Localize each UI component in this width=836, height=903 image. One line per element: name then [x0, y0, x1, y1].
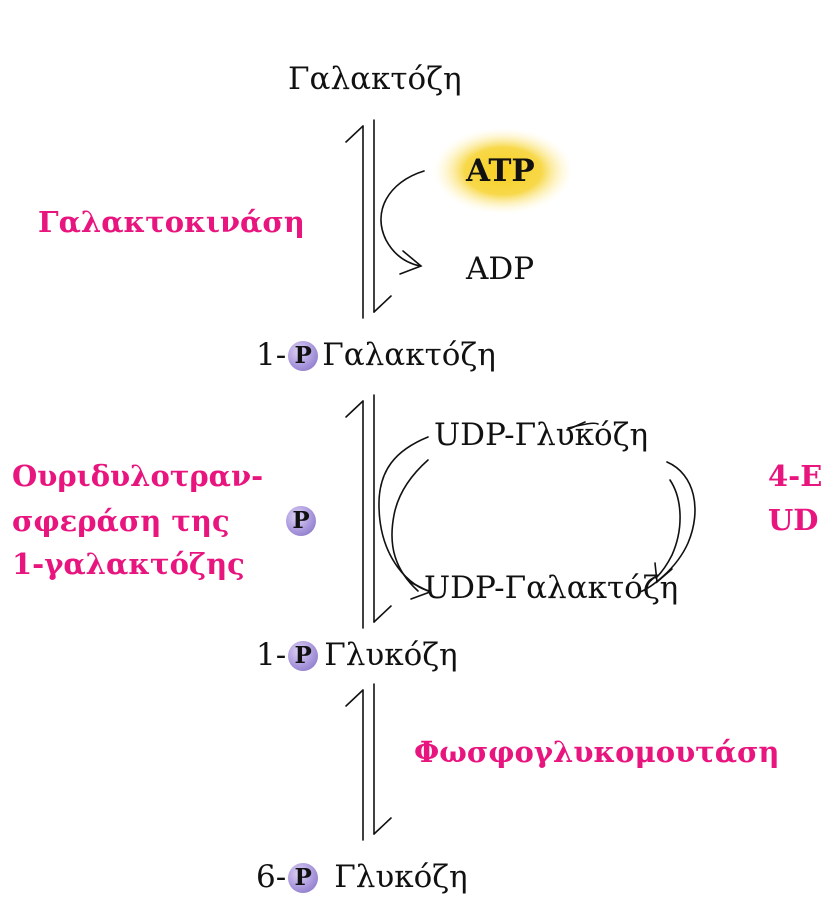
- glc1p-name: Γλυκόζη: [324, 637, 458, 673]
- left-loop-arrowhead: [409, 581, 433, 600]
- glc6p-name: Γλυκόζη: [334, 859, 468, 895]
- phosphoglucomutase-double-arrow: [345, 683, 392, 841]
- galactokinase-label: Γαλακτοκινάση: [38, 205, 305, 239]
- transferase-label-line2: σφεράση της: [12, 504, 230, 538]
- gal1p-name: Γαλακτόζη: [322, 337, 496, 373]
- phosphate-icon: P: [288, 862, 319, 893]
- udp-galactose-label: UDP-Γαλακτόζη: [424, 570, 679, 606]
- transferase-label-line1: Ουριδυλοτραν-: [12, 459, 264, 493]
- atp-adp-arrowhead: [399, 250, 423, 275]
- epimerase-loop: [639, 461, 696, 593]
- epimerase-arrowhead: [654, 562, 673, 584]
- galactose-1-phosphate: 1- P Γαλακτόζη: [256, 340, 496, 371]
- transferase-label-line3: 1-γαλακτόζης: [12, 547, 245, 581]
- epimerase-arrow-tick: [566, 421, 586, 431]
- transferase-double-arrow: [345, 394, 392, 629]
- glucose-6-phosphate: 6- P Γλυκόζη: [256, 862, 468, 893]
- atp-adp-curve: [380, 170, 425, 267]
- udp-galactose-back-curve: [391, 459, 429, 592]
- atp-glow: [433, 128, 573, 214]
- gal1p-prefix: 1-: [256, 337, 287, 373]
- udp-glucose-to-udp-galactose-curve: [378, 436, 431, 592]
- epimerase-inner-curve: [655, 479, 681, 579]
- glc1p-prefix: 1-: [256, 637, 287, 673]
- epimerase-label-line2: UD: [768, 503, 819, 537]
- phosphoglucomutase-label: Φωσφογλυκομουτάση: [414, 735, 780, 769]
- epimerase-label-line1: 4-Ε: [768, 459, 823, 493]
- udp-glucose-label: UDP-Γλυκόζη: [434, 417, 649, 453]
- glucose-1-phosphate: 1- P Γλυκόζη: [256, 640, 458, 671]
- phosphate-icon: P: [288, 340, 319, 371]
- galactokinase-double-arrow: [345, 119, 392, 319]
- glc6p-prefix: 6-: [256, 859, 287, 895]
- adp-label: ADP: [466, 251, 535, 287]
- atp-label: ATP: [466, 153, 535, 189]
- phosphate-icon: P: [288, 640, 319, 671]
- phosphate-icon: P: [286, 506, 316, 536]
- galactose-label: Γαλακτόζη: [288, 61, 462, 97]
